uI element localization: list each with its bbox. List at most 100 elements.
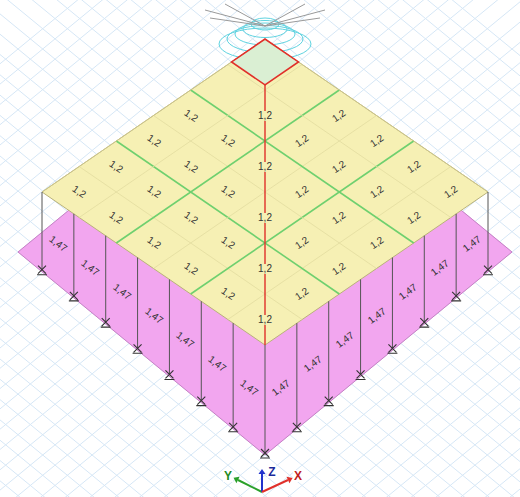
- axis-label: Y: [223, 470, 233, 482]
- column-line: [328, 301, 329, 400]
- area-load-value: 1,2: [181, 158, 200, 175]
- axis-head: [287, 477, 293, 483]
- dome-ring: [251, 18, 279, 30]
- column-line: [105, 236, 106, 322]
- area-load-value: 1,2: [181, 260, 200, 277]
- area-load-value: 1,2: [218, 183, 237, 200]
- support-symbol: [324, 397, 334, 406]
- area-load-value: 1,47: [397, 281, 420, 302]
- axis-label: Z: [267, 466, 276, 478]
- area-load-value: 1,2: [330, 209, 349, 226]
- area-load-value: 1,2: [330, 107, 349, 124]
- column-line: [488, 192, 489, 270]
- area-load-value: 1,47: [110, 281, 133, 302]
- grid-line: [0, 36, 520, 497]
- support-symbol: [451, 292, 461, 301]
- axis-triad: [234, 469, 293, 492]
- area-load-value: 1,2: [293, 285, 312, 302]
- area-load-value: 1,2: [367, 234, 386, 251]
- column-line: [424, 236, 425, 322]
- support-symbol: [260, 449, 270, 458]
- support-symbol: [419, 318, 429, 327]
- mesh-line: [228, 65, 451, 218]
- area-load-value: 1,2: [144, 132, 163, 149]
- area-load-value: 1,2: [330, 158, 349, 175]
- axis-head: [259, 469, 266, 474]
- support-symbol: [101, 318, 111, 327]
- axis-arrow: [261, 474, 263, 492]
- dome-line: [265, 18, 320, 26]
- support-symbol: [228, 423, 238, 432]
- grid-line: [0, 16, 520, 497]
- area-load-value: 1,2: [257, 315, 273, 325]
- hip-line: [298, 62, 488, 192]
- area-load-value: 1,2: [257, 213, 273, 223]
- area-load-value: 1,2: [293, 183, 312, 200]
- green-grid-line: [116, 90, 339, 243]
- area-load-value: 1,2: [181, 209, 200, 226]
- area-load-value: 1,2: [404, 209, 423, 226]
- column-line: [392, 258, 393, 349]
- support-symbol: [164, 370, 174, 379]
- area-load-value: 1,47: [269, 378, 292, 399]
- area-load-value: 1,47: [78, 257, 101, 278]
- area-load-value: 1,47: [237, 378, 260, 399]
- green-grid-line: [191, 90, 414, 243]
- area-load-value: 1,47: [206, 354, 229, 375]
- grid-line: [0, 46, 520, 497]
- top-opening: [232, 39, 299, 85]
- hip-line: [42, 62, 232, 192]
- roof-lines: [42, 39, 488, 345]
- columns: [37, 192, 493, 458]
- column-line: [296, 323, 297, 427]
- grid-line: [0, 46, 520, 497]
- area-load-value: 1,2: [218, 234, 237, 251]
- area-load-value: 1,2: [70, 183, 89, 200]
